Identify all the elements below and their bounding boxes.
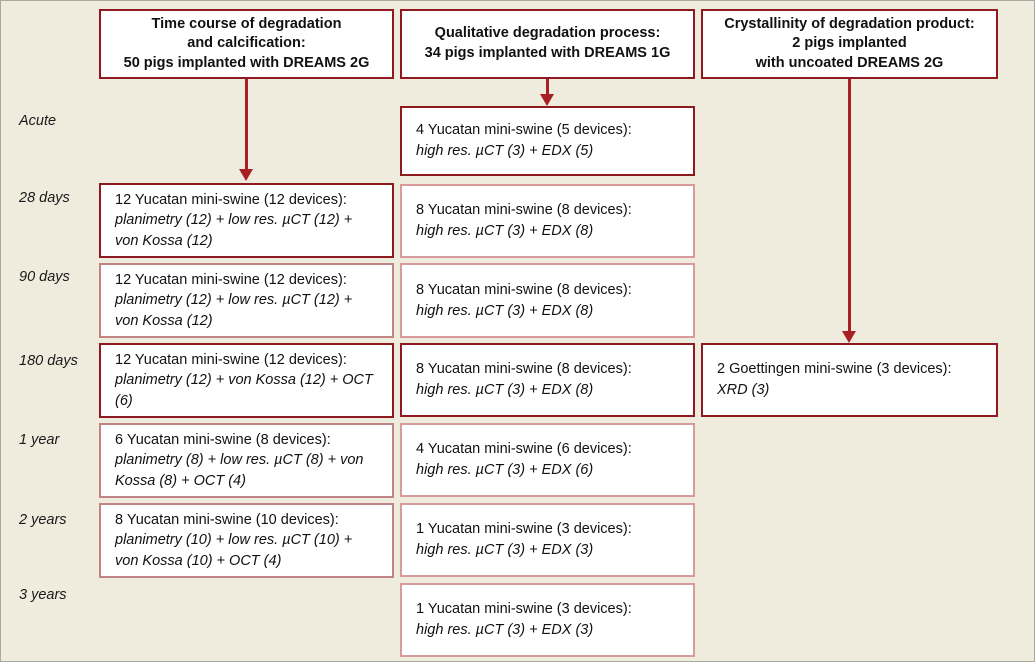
study-box-line2: planimetry (12) + low res. µCT (12) + vo… [115, 292, 353, 329]
arrow-line-qualitative [546, 79, 549, 96]
row-label-1-year: 1 year [19, 432, 60, 448]
header-line: Time course of degradation [151, 15, 342, 32]
study-box-col1-180-days: 12 Yucatan mini-swine (12 devices): plan… [99, 343, 394, 418]
study-box-col2-28-days: 8 Yucatan mini-swine (8 devices): high r… [400, 184, 695, 258]
study-box-line1: 4 Yucatan mini-swine (6 devices): [416, 441, 632, 458]
header-line: 2 pigs implanted [792, 35, 907, 52]
arrow-line-time-course [245, 79, 248, 171]
study-box-col1-28-days: 12 Yucatan mini-swine (12 devices): plan… [99, 183, 394, 258]
header-box-time-course: Time course of degradation and calcifica… [99, 9, 394, 79]
study-box-line2: high res. µCT (3) + EDX (8) [416, 382, 594, 398]
study-box-col2-3-years: 1 Yucatan mini-swine (3 devices): high r… [400, 583, 695, 657]
study-box-col2-1-year: 4 Yucatan mini-swine (6 devices): high r… [400, 423, 695, 497]
arrow-head-time-course [239, 169, 253, 181]
study-box-line2: planimetry (10) + low res. µCT (10) + vo… [115, 532, 353, 569]
study-box-line1: 6 Yucatan mini-swine (8 devices): [115, 431, 331, 448]
study-box-col1-2-years: 8 Yucatan mini-swine (10 devices): plani… [99, 503, 394, 578]
study-box-line1: 12 Yucatan mini-swine (12 devices): [115, 351, 347, 368]
header-line: Qualitative degradation process: [434, 25, 661, 42]
header-box-qualitative: Qualitative degradation process: 34 pigs… [400, 9, 695, 79]
header-line: with uncoated DREAMS 2G [755, 54, 944, 71]
study-box-line1: 8 Yucatan mini-swine (8 devices): [416, 202, 632, 219]
study-box-line1: 8 Yucatan mini-swine (8 devices): [416, 281, 632, 298]
study-box-line1: 12 Yucatan mini-swine (12 devices): [115, 191, 347, 208]
arrow-line-crystallinity [848, 79, 851, 335]
study-box-line2: high res. µCT (3) + EDX (6) [416, 462, 594, 478]
study-box-line2: high res. µCT (3) + EDX (3) [416, 542, 594, 558]
header-box-crystallinity: Crystallinity of degradation product: 2 … [701, 9, 998, 79]
study-box-line2: XRD (3) [717, 382, 770, 398]
study-box-line2: high res. µCT (3) + EDX (3) [416, 622, 594, 638]
arrow-head-crystallinity [842, 331, 856, 343]
study-box-col2-2-years: 1 Yucatan mini-swine (3 devices): high r… [400, 503, 695, 577]
header-line: 34 pigs implanted with DREAMS 1G [424, 45, 671, 61]
arrow-head-qualitative [540, 94, 554, 106]
study-box-line1: 12 Yucatan mini-swine (12 devices): [115, 271, 347, 288]
row-label-3-years: 3 years [19, 587, 67, 603]
row-label-2-years: 2 years [19, 512, 67, 528]
study-box-col2-acute: 4 Yucatan mini-swine (5 devices): high r… [400, 106, 695, 176]
study-box-col1-1-year: 6 Yucatan mini-swine (8 devices): planim… [99, 423, 394, 498]
study-box-line2: high res. µCT (3) + EDX (8) [416, 302, 594, 319]
study-box-col2-90-days: 8 Yucatan mini-swine (8 devices): high r… [400, 263, 695, 338]
row-label-180-days: 180 days [19, 353, 78, 369]
header-line: 50 pigs implanted with DREAMS 2G [123, 54, 370, 71]
study-box-line1: 1 Yucatan mini-swine (3 devices): [416, 521, 632, 538]
study-box-line1: 4 Yucatan mini-swine (5 devices): [416, 122, 632, 139]
row-label-90-days: 90 days [19, 269, 70, 285]
header-line: Crystallinity of degradation product: [724, 15, 975, 32]
study-box-line2: high res. µCT (3) + EDX (5) [416, 143, 594, 159]
study-box-line2: planimetry (12) + von Kossa (12) + OCT (… [115, 372, 373, 409]
study-box-col1-90-days: 12 Yucatan mini-swine (12 devices): plan… [99, 263, 394, 338]
study-box-line2: planimetry (12) + low res. µCT (12) + vo… [115, 212, 353, 249]
row-label-28-days: 28 days [19, 190, 70, 206]
study-box-line2: high res. µCT (3) + EDX (8) [416, 223, 594, 239]
study-box-line1: 2 Goettingen mini-swine (3 devices): [717, 361, 952, 378]
study-box-line1: 1 Yucatan mini-swine (3 devices): [416, 601, 632, 618]
study-box-col2-180-days: 8 Yucatan mini-swine (8 devices): high r… [400, 343, 695, 417]
study-box-col3-180-days: 2 Goettingen mini-swine (3 devices): XRD… [701, 343, 998, 417]
study-box-line2: planimetry (8) + low res. µCT (8) + von … [115, 452, 364, 489]
study-box-line1: 8 Yucatan mini-swine (10 devices): [115, 511, 339, 528]
study-box-line1: 8 Yucatan mini-swine (8 devices): [416, 361, 632, 378]
row-label-acute: Acute [19, 113, 57, 129]
header-line: and calcification: [187, 35, 306, 52]
